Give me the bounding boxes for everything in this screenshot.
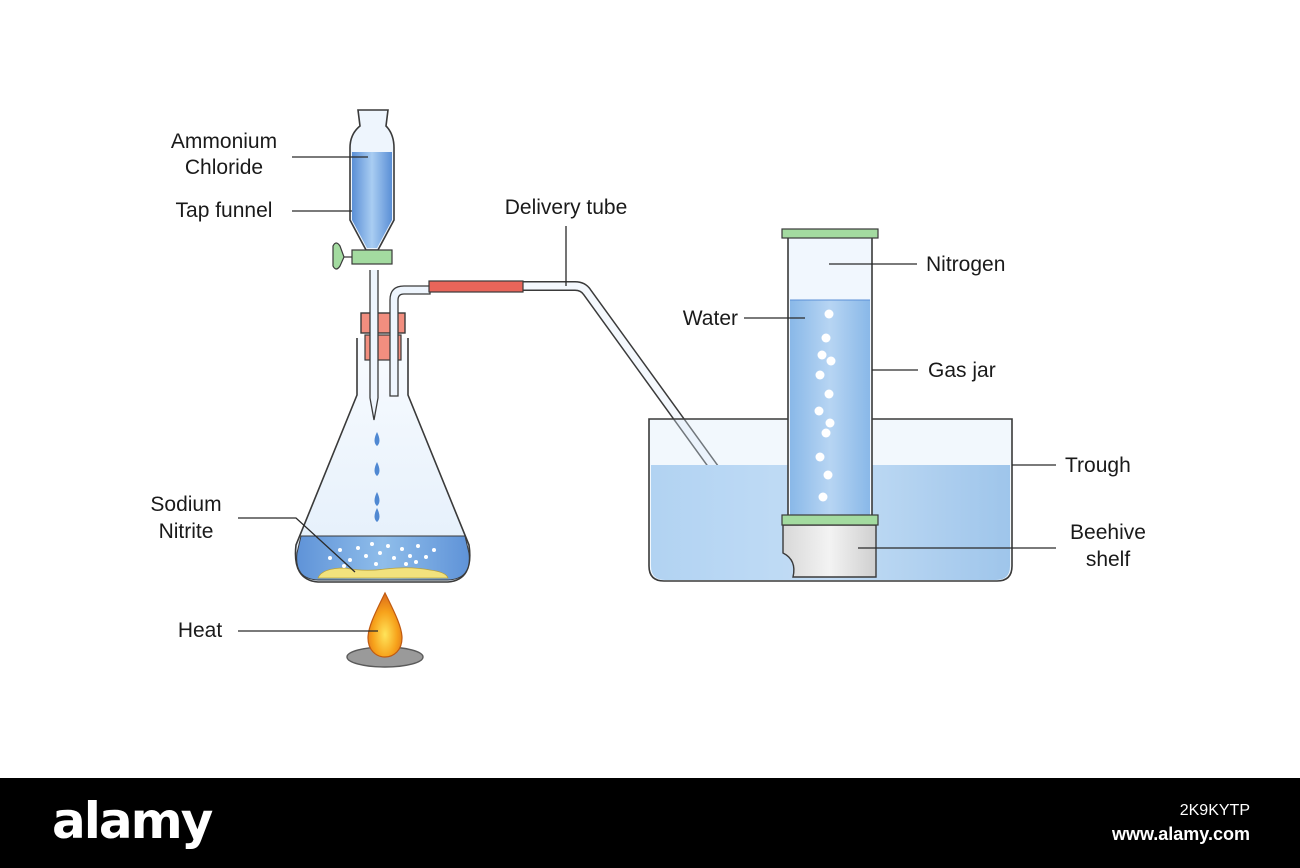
label-sodium-nitrite: Sodium Nitrite — [150, 493, 356, 573]
label-ammonium-chloride: Ammonium Chloride — [171, 130, 368, 179]
label-trough: Trough — [1012, 454, 1131, 477]
label-sodium-line1: Sodium — [150, 493, 221, 516]
site-url: www.alamy.com — [1111, 824, 1250, 844]
rubber-tube — [428, 280, 524, 293]
falling-droplets — [374, 432, 380, 522]
sodium-nitrite-solid — [317, 567, 449, 579]
flame-icon — [367, 591, 403, 658]
alamy-logo: alamy — [52, 792, 213, 850]
shelf-body — [782, 524, 877, 578]
label-beehive-line1: Beehive — [1070, 521, 1146, 544]
beehive-shelf — [782, 524, 877, 578]
flask-outlet-tube — [389, 285, 431, 397]
label-tap-funnel: Tap funnel — [176, 199, 352, 222]
flask-body — [294, 338, 471, 583]
label-nitrogen: Nitrogen — [829, 253, 1005, 276]
label-delivery-tube-text: Delivery tube — [505, 196, 628, 219]
label-heat: Heat — [178, 619, 378, 642]
label-beehive-line2: shelf — [1086, 548, 1131, 571]
funnel-liquid — [352, 152, 392, 248]
label-tap-funnel-text: Tap funnel — [176, 199, 273, 222]
gas-jar — [781, 228, 879, 526]
jar-rim — [781, 514, 879, 526]
tap-valve — [351, 249, 393, 265]
label-beehive-shelf: Beehive shelf — [858, 521, 1146, 571]
label-trough-text: Trough — [1065, 454, 1131, 477]
jar-water — [790, 300, 870, 516]
label-heat-text: Heat — [178, 619, 223, 642]
tap-funnel — [332, 109, 395, 270]
label-sodium-line2: Nitrite — [159, 520, 214, 543]
watermark-footer: alamy 2K9KYTP www.alamy.com — [0, 778, 1300, 868]
image-id: 2K9KYTP — [1179, 802, 1250, 819]
label-water-text: Water — [683, 307, 738, 330]
label-gas-jar: Gas jar — [872, 359, 996, 382]
reaction-bubbles — [328, 542, 436, 568]
tap-handle — [332, 242, 352, 270]
label-ammonium-line2: Chloride — [185, 156, 263, 179]
nitrogen-preparation-diagram: Ammonium Chloride Tap funnel Delivery tu… — [150, 109, 1146, 668]
burner-flame — [346, 591, 424, 668]
jar-lid — [781, 228, 879, 239]
funnel-stem — [369, 270, 379, 421]
label-nitrogen-text: Nitrogen — [926, 253, 1005, 276]
conical-flask — [294, 270, 471, 583]
label-delivery-tube: Delivery tube — [505, 196, 628, 286]
label-water: Water — [683, 307, 805, 330]
label-gas-jar-text: Gas jar — [928, 359, 996, 382]
label-ammonium-line1: Ammonium — [171, 130, 277, 153]
gas-bubbles — [814, 309, 836, 502]
